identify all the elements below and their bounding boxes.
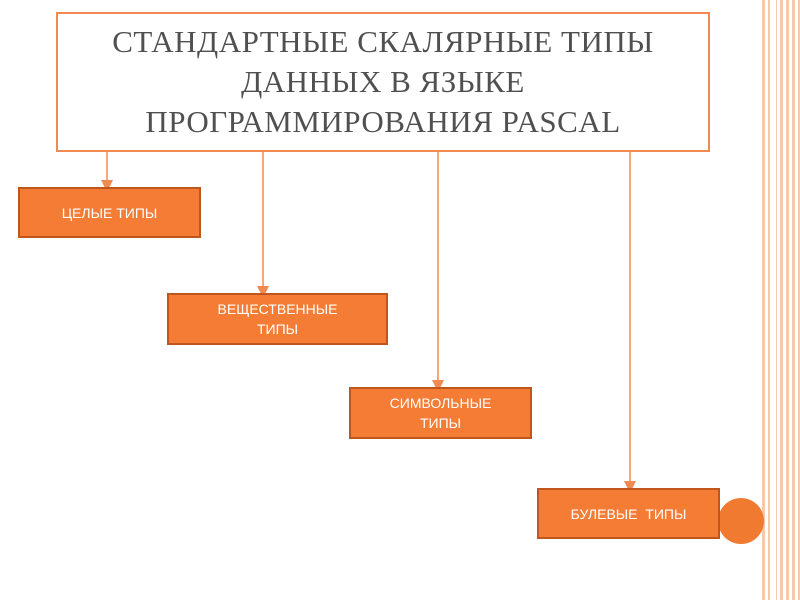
diagram-title: СТАНДАРТНЫЕ СКАЛЯРНЫЕ ТИПЫ ДАННЫХ В ЯЗЫК… <box>112 22 654 142</box>
title-box: СТАНДАРТНЫЕ СКАЛЯРНЫЕ ТИПЫ ДАННЫХ В ЯЗЫК… <box>56 12 710 152</box>
node-real-line-1: ВЕЩЕСТВЕННЫЕ <box>217 301 338 317</box>
node-integer-label: ЦЕЛЫЕ ТИПЫ <box>61 204 158 221</box>
decorative-stripe-border <box>762 0 800 600</box>
node-char-line-1: СИМВОЛЬНЫЕ <box>389 395 492 411</box>
node-boolean-label: БУЛЕВЫЕ ТИПЫ <box>570 505 687 522</box>
node-boolean-types: БУЛЕВЫЕ ТИПЫ <box>537 488 720 539</box>
node-real-types: ВЕЩЕСТВЕННЫЕ ТИПЫ <box>167 293 388 345</box>
node-char-types: СИМВОЛЬНЫЕ ТИПЫ <box>349 387 532 439</box>
title-line-2: ДАННЫХ В ЯЗЫКЕ <box>241 64 525 99</box>
node-real-line-2: ТИПЫ <box>256 321 299 337</box>
node-char-line-2: ТИПЫ <box>419 415 462 431</box>
node-integer-types: ЦЕЛЫЕ ТИПЫ <box>18 187 201 238</box>
decorative-circle <box>718 498 764 544</box>
title-line-1: СТАНДАРТНЫЕ СКАЛЯРНЫЕ ТИПЫ <box>112 24 654 59</box>
title-line-3: ПРОГРАММИРОВАНИЯ PASCAL <box>145 104 621 139</box>
